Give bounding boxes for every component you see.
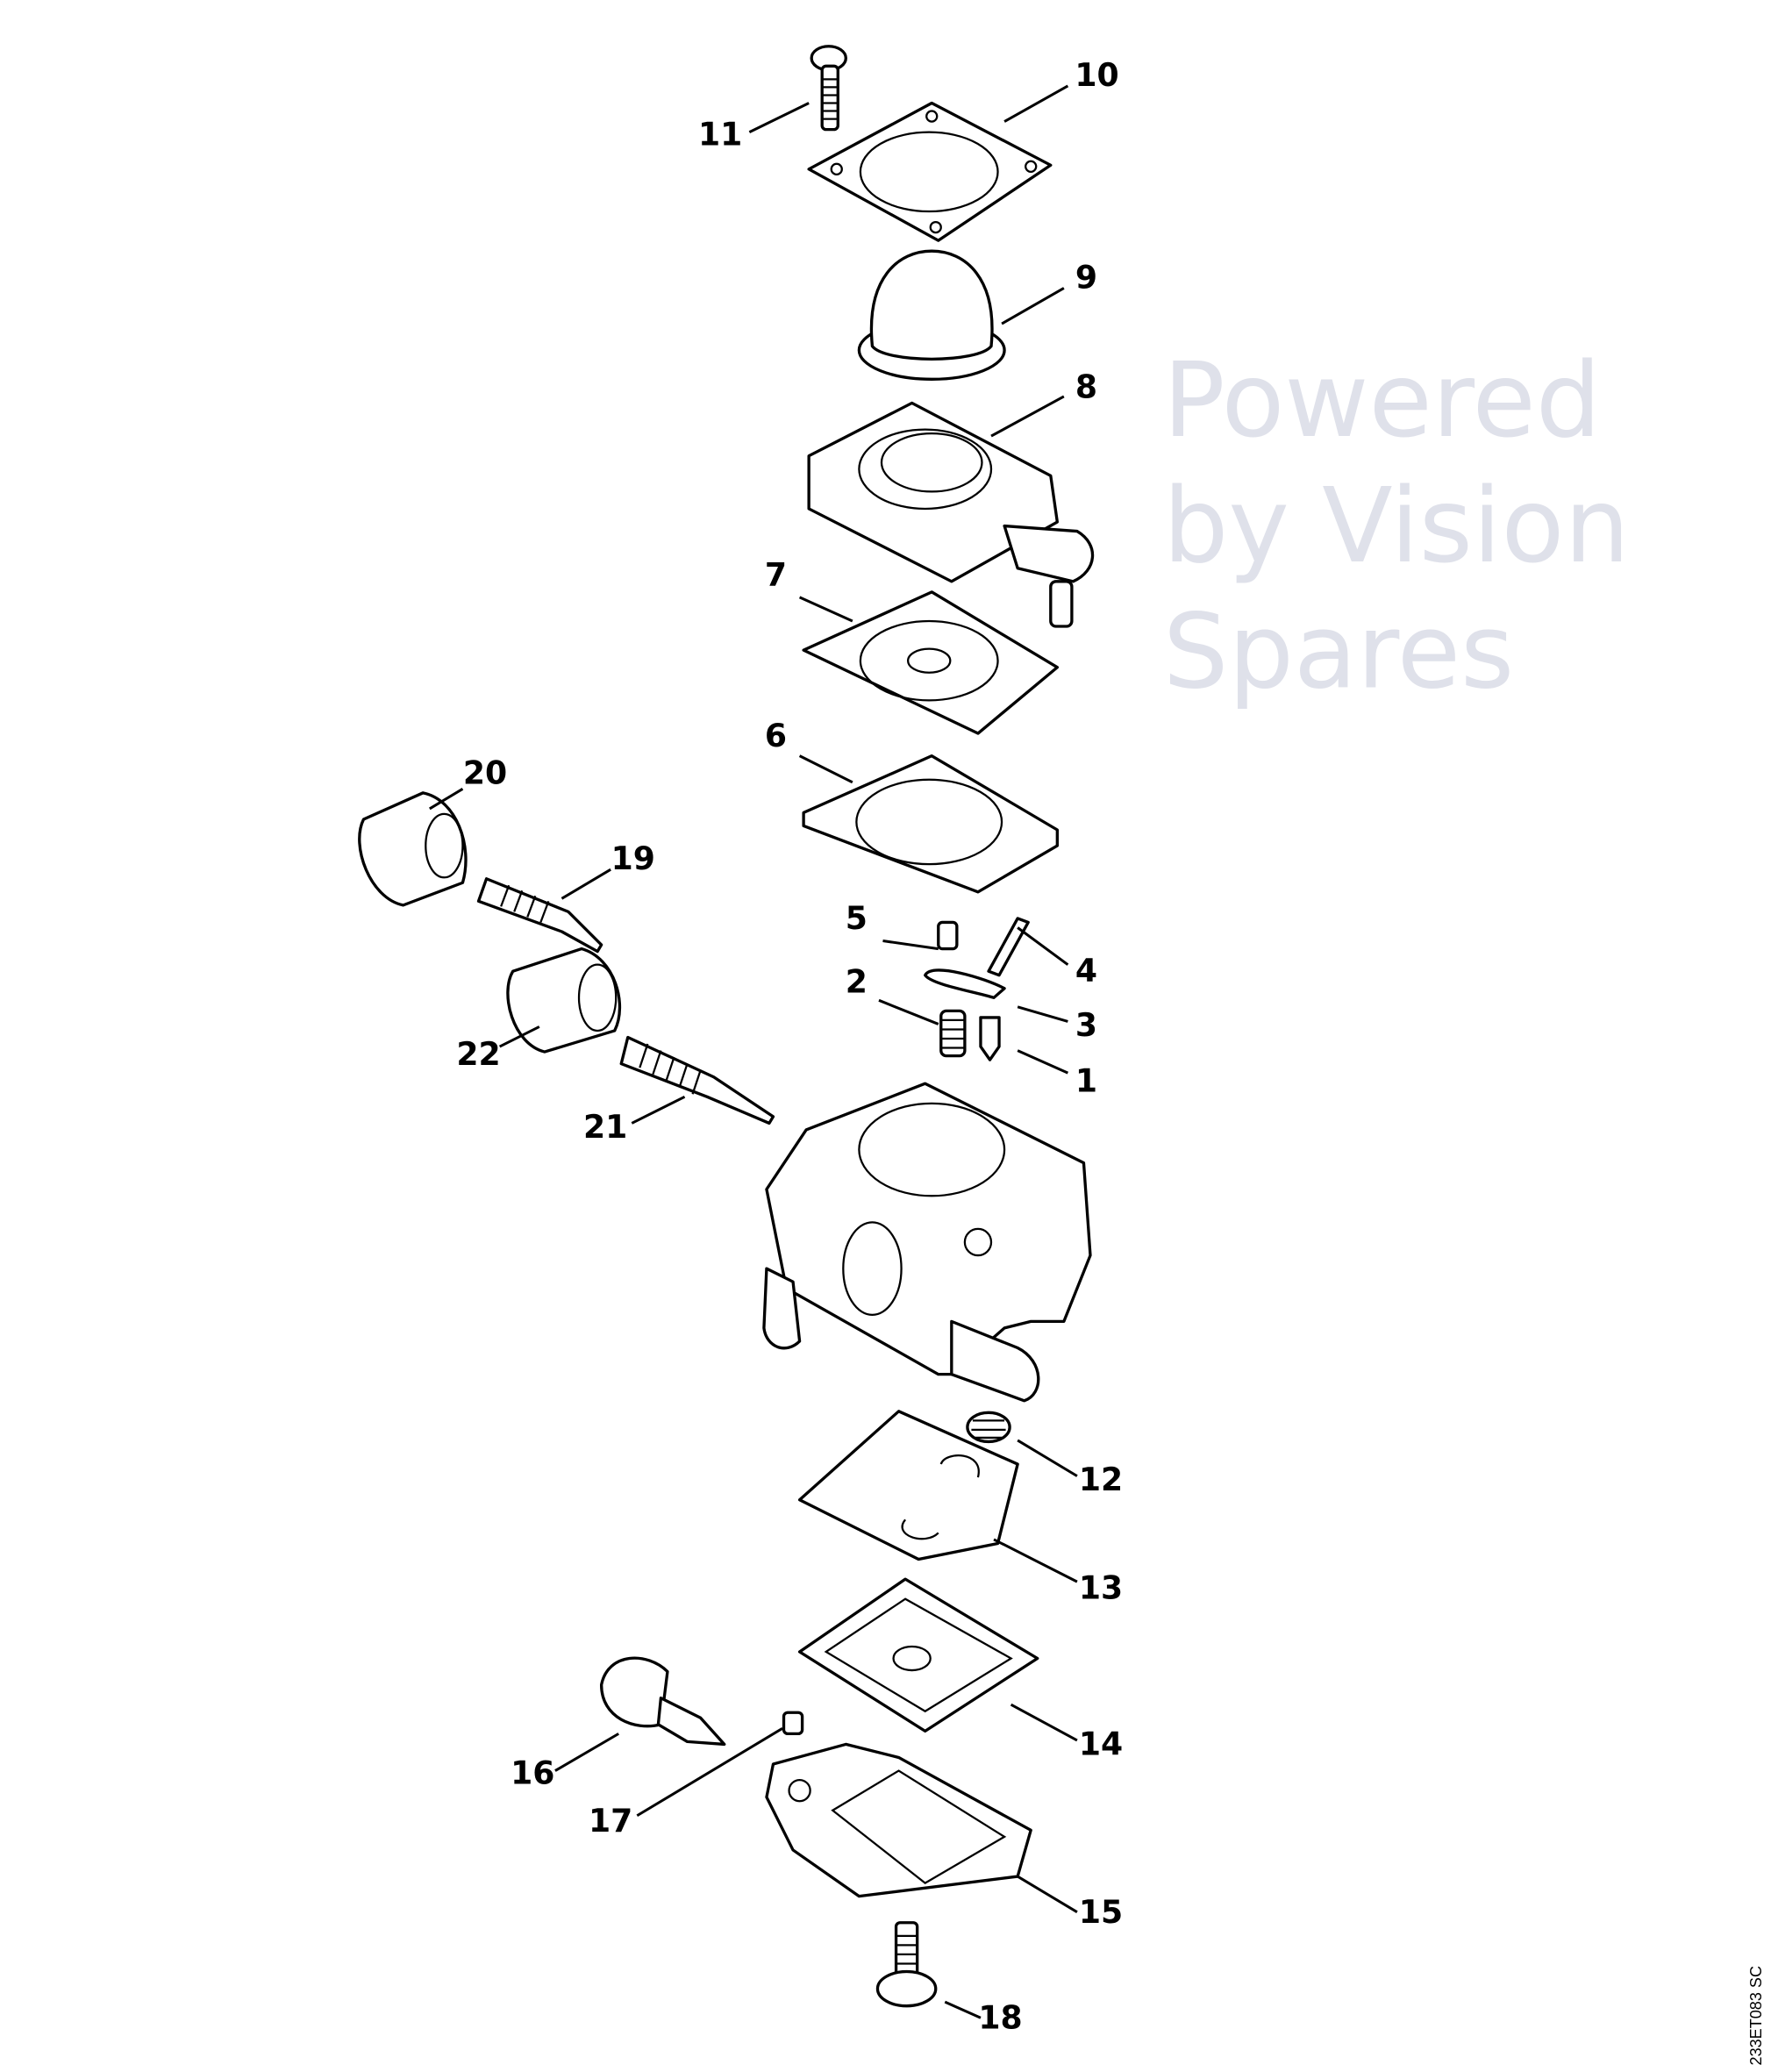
leader-line-16	[554, 1733, 619, 1772]
part-label-12[interactable]: 12	[1079, 1461, 1123, 1498]
leader-line-20	[429, 788, 464, 811]
leader-line-10	[1003, 84, 1069, 123]
part-label-16[interactable]: 16	[511, 1754, 554, 1792]
watermark-line: Powered	[1163, 340, 1601, 461]
knob-16	[599, 1656, 726, 1747]
part-label-5[interactable]: 5	[846, 899, 868, 937]
screw-18	[875, 1921, 938, 2008]
gasket-6	[802, 754, 1059, 894]
part-label-6[interactable]: 6	[765, 717, 787, 754]
part-label-20[interactable]: 20	[463, 754, 507, 791]
needle-19	[476, 877, 603, 954]
part-label-15[interactable]: 15	[1079, 1893, 1123, 1931]
leader-line-15	[1017, 1875, 1078, 1914]
leader-line-4	[1017, 926, 1069, 966]
pin-17	[782, 1711, 804, 1736]
primer-bulb-9	[857, 249, 1006, 381]
diaphragm-7	[802, 590, 1059, 735]
drawing-code: 233ET083 SC	[1747, 1966, 1765, 2065]
leader-line-19	[561, 868, 611, 900]
part-label-14[interactable]: 14	[1079, 1725, 1123, 1762]
part-label-8[interactable]: 8	[1075, 368, 1097, 405]
part-drawings	[358, 45, 1095, 2008]
needle-21	[619, 1035, 775, 1125]
part-label-17[interactable]: 17	[589, 1802, 632, 1840]
leader-line-1	[1017, 1049, 1068, 1075]
leader-line-17	[636, 1727, 783, 1818]
leader-line-21	[631, 1095, 686, 1125]
small-parts-1-5	[924, 917, 1030, 1061]
part-label-4[interactable]: 4	[1075, 952, 1097, 990]
gasket-10	[807, 101, 1053, 242]
part-label-18[interactable]: 18	[978, 1998, 1022, 2036]
part-label-13[interactable]: 13	[1079, 1569, 1123, 1607]
leader-line-14	[1010, 1703, 1078, 1742]
leader-line-8	[990, 395, 1065, 438]
leader-line-12	[1017, 1439, 1078, 1477]
part-label-1[interactable]: 1	[1075, 1061, 1097, 1099]
leader-line-3	[1017, 1005, 1068, 1023]
cap-22	[506, 947, 622, 1054]
leader-line-11	[748, 102, 810, 133]
part-label-19[interactable]: 19	[611, 840, 655, 877]
leader-line-9	[1001, 287, 1065, 325]
gasket-14	[797, 1577, 1039, 1733]
screen-12	[966, 1411, 1011, 1444]
leader-line-13	[993, 1538, 1078, 1583]
part-label-10[interactable]: 10	[1075, 56, 1118, 94]
watermark-line: Spares	[1163, 591, 1514, 711]
carburetor-body	[762, 1082, 1092, 1403]
screw-11	[810, 45, 847, 132]
pump-cover-8	[807, 401, 1095, 628]
cap-20	[358, 791, 468, 907]
part-label-11[interactable]: 11	[698, 116, 742, 154]
leader-line-5	[882, 940, 939, 951]
part-label-9[interactable]: 9	[1075, 258, 1097, 296]
diaphragm-13	[797, 1410, 1019, 1561]
part-label-21[interactable]: 21	[583, 1108, 627, 1146]
leader-line-18	[944, 2000, 982, 2019]
leader-line-6	[798, 754, 853, 784]
end-cover-15	[765, 1742, 1032, 1898]
leader-line-7	[798, 596, 853, 623]
part-label-7[interactable]: 7	[765, 555, 787, 593]
leader-line-22	[498, 1025, 540, 1048]
watermark-line: by Vision	[1163, 466, 1630, 586]
part-label-2[interactable]: 2	[846, 962, 868, 1000]
part-label-22[interactable]: 22	[456, 1035, 500, 1073]
part-label-3[interactable]: 3	[1075, 1006, 1097, 1044]
leader-line-2	[878, 998, 939, 1025]
